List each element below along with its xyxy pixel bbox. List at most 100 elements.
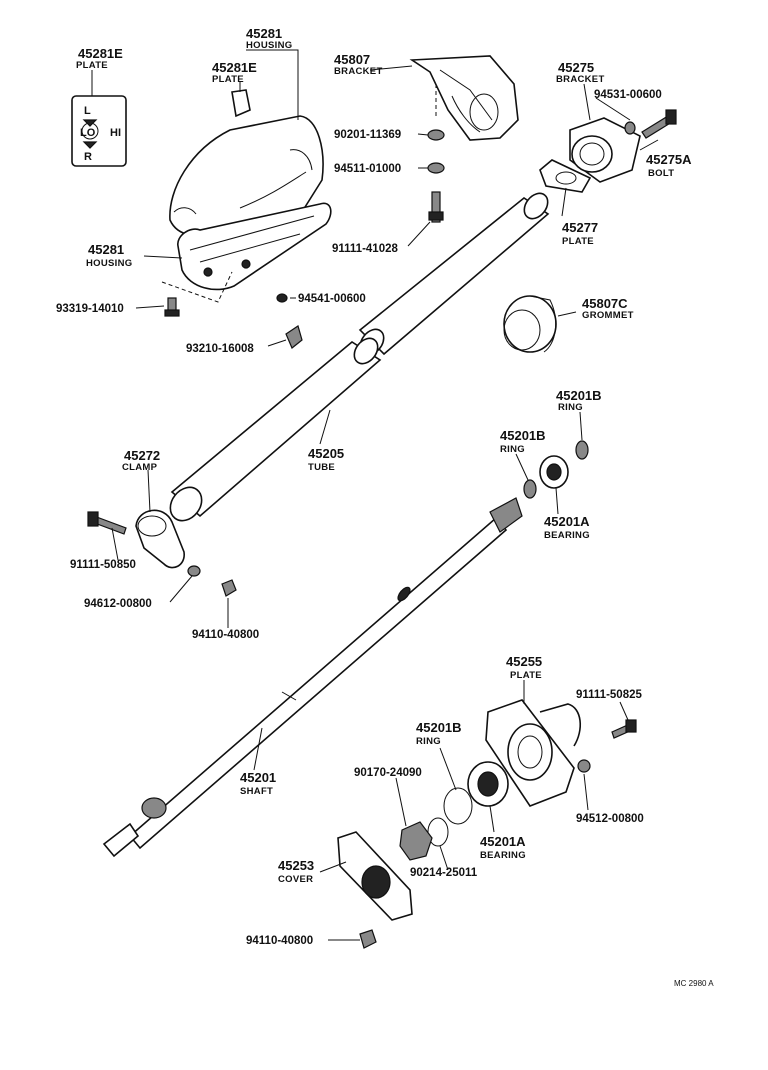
bolt-91111-50850 <box>87 511 127 535</box>
part-number: 45281E <box>212 60 257 75</box>
bearing-45201A-lower <box>467 761 509 807</box>
part-number: 45201B <box>416 720 462 735</box>
part-number: 45281 <box>88 242 124 257</box>
label-45201: 45201 SHAFT <box>240 770 276 797</box>
part-name: HOUSING <box>86 258 132 269</box>
part-name: RING <box>558 402 583 413</box>
part-number: 45275 <box>558 60 594 75</box>
bolt-45275A <box>641 109 677 139</box>
part-number: 45255 <box>506 654 542 669</box>
label-45281E-top: 45281E PLATE <box>76 46 123 71</box>
plate-45277 <box>539 159 592 193</box>
clamp <box>135 509 185 569</box>
upper-bracket <box>409 55 519 141</box>
part-name: BRACKET <box>556 74 605 85</box>
ring-45201B-upper <box>575 440 589 460</box>
part-number: 45281 <box>246 26 282 41</box>
label-45807: 45807 BRACKET <box>334 52 383 77</box>
part-name: BEARING <box>480 850 526 861</box>
label-94531: 94531-00600 <box>594 89 662 101</box>
ring-45201B-mid <box>523 479 537 499</box>
small-plate <box>231 89 251 118</box>
part-number: 45253 <box>278 858 314 873</box>
label-93210: 93210-16008 <box>186 343 254 355</box>
plate-label-low: L <box>84 105 91 117</box>
part-number: 45201A <box>480 834 526 849</box>
nut-94110-top <box>221 579 237 597</box>
part-name: BRACKET <box>334 66 383 77</box>
label-45281-top: 45281 HOUSING <box>246 26 292 51</box>
label-90201: 90201-11369 <box>334 129 401 141</box>
part-number: 45807 <box>334 52 370 67</box>
cover <box>337 831 413 921</box>
part-number: 45201B <box>556 388 602 403</box>
screw-94541 <box>276 293 288 303</box>
plate-label-hi: HI <box>110 127 121 139</box>
label-90170: 90170-24090 <box>354 767 422 779</box>
nut-94110-bottom <box>359 929 377 949</box>
housing-screw-guide <box>161 271 233 303</box>
part-name: PLATE <box>212 74 244 85</box>
part-name: BEARING <box>544 530 590 541</box>
column-bracket <box>569 117 641 183</box>
label-45253: 45253 COVER <box>278 858 314 885</box>
label-45255: 45255 PLATE <box>506 654 542 681</box>
ring-45201B-lower <box>443 787 473 825</box>
shaft-end <box>102 797 167 858</box>
label-45272: 45272 CLAMP <box>122 448 160 473</box>
label-45277: 45277 PLATE <box>562 220 598 247</box>
label-45205: 45205 TUBE <box>308 446 344 473</box>
part-name: PLATE <box>76 60 108 71</box>
label-45281E-mid: 45281E PLATE <box>212 60 257 85</box>
label-93319: 93319-14010 <box>56 303 124 315</box>
label-45275: 45275 BRACKET <box>556 60 605 85</box>
part-number: 45201A <box>544 514 590 529</box>
label-45201A-a: 45201A BEARING <box>544 514 590 541</box>
part-number: 45272 <box>124 448 160 463</box>
lower-plate <box>485 699 581 807</box>
part-number: 45201B <box>500 428 546 443</box>
washer-94512 <box>577 759 591 773</box>
part-name: SHAFT <box>240 786 273 797</box>
label-45275A: 45275A BOLT <box>646 152 692 179</box>
plate-label-reverse: R <box>84 151 92 163</box>
label-90214: 90214-25011 <box>410 867 478 879</box>
washer-94612 <box>187 565 201 577</box>
label-94110-a: 94110-40800 <box>192 629 259 641</box>
label-45201A-b: 45201A BEARING <box>480 834 526 861</box>
bolt-91111-50825 <box>611 719 637 739</box>
part-name: PLATE <box>510 670 542 681</box>
grommet <box>503 295 557 353</box>
label-94512: 94512-00800 <box>576 813 644 825</box>
tube-lower <box>169 337 382 522</box>
lower-housing <box>177 202 332 291</box>
part-name: PLATE <box>562 236 594 247</box>
washer-94511 <box>427 162 445 174</box>
label-45201B-a: 45201B RING <box>556 388 602 413</box>
part-number: 45201 <box>240 770 276 785</box>
part-number: 45205 <box>308 446 344 461</box>
nut-90201 <box>427 129 445 141</box>
label-94110-b: 94110-40800 <box>246 935 313 947</box>
leader-lines <box>91 49 659 941</box>
part-name: COVER <box>278 874 313 885</box>
label-91111-41028: 91111-41028 <box>332 243 398 255</box>
part-name: RING <box>500 444 525 455</box>
part-name: RING <box>416 736 441 747</box>
label-94612: 94612-00800 <box>84 598 152 610</box>
part-name: TUBE <box>308 462 335 473</box>
washer-94531 <box>624 121 636 135</box>
figure-code: MC 2980 A <box>674 979 714 988</box>
part-name: CLAMP <box>122 462 158 473</box>
part-number: 45281E <box>78 46 123 61</box>
steering-shaft <box>102 497 523 858</box>
shift-pattern-plate: L LO HI R <box>71 95 127 167</box>
part-name: BOLT <box>648 168 674 179</box>
label-45201B-c: 45201B RING <box>416 720 462 747</box>
screw-93319 <box>164 297 180 317</box>
label-45807C: 45807C GROMMET <box>582 296 633 321</box>
label-91111-50825: 91111-50825 <box>576 689 642 701</box>
nut-90170 <box>399 821 433 861</box>
part-number: 45807C <box>582 296 628 311</box>
